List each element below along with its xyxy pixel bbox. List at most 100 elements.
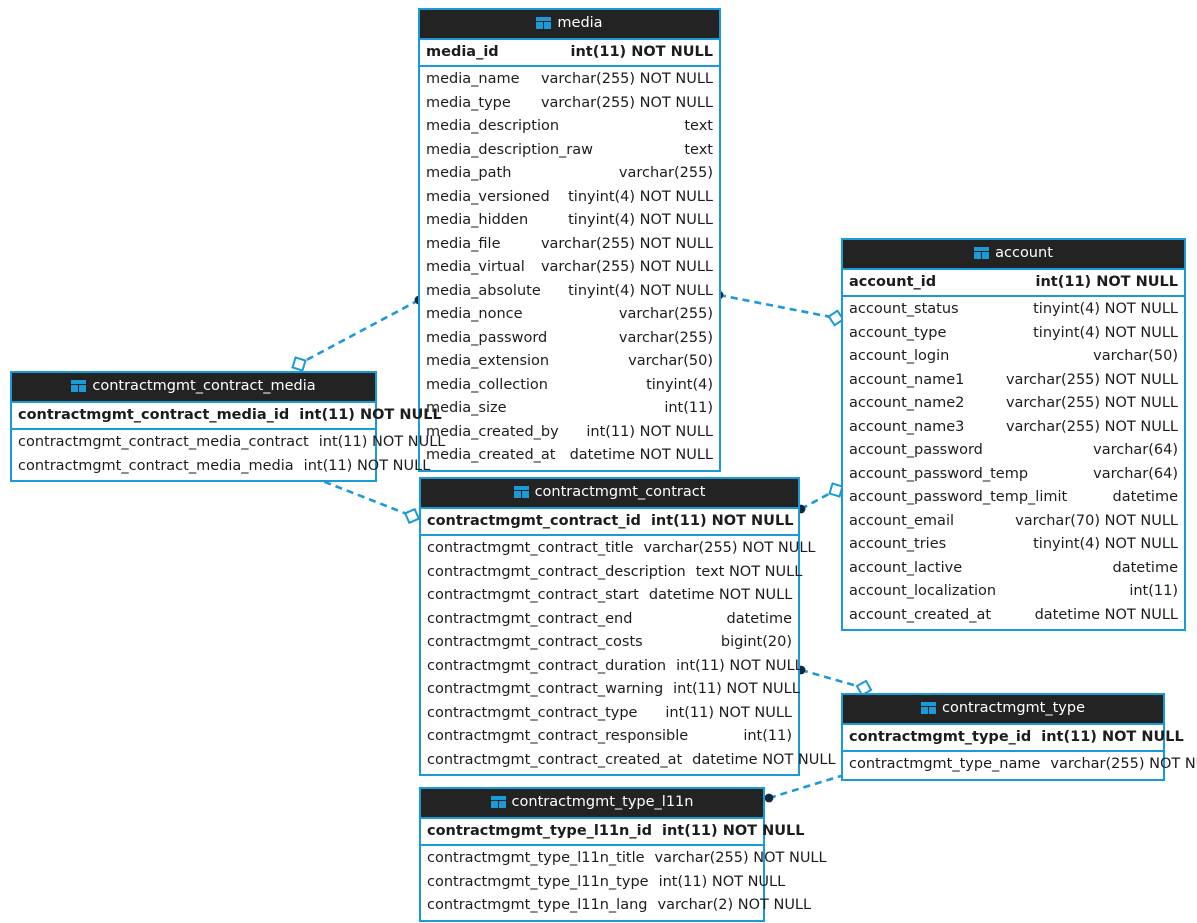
attribute-name: media_collection bbox=[426, 376, 548, 393]
relationship-target-diamond bbox=[291, 356, 307, 372]
entity-header-contractmgmt_type[interactable]: contractmgmt_type bbox=[843, 695, 1163, 723]
attribute-name: account_password bbox=[849, 442, 983, 458]
attribute-name: contractmgmt_contract_title bbox=[427, 540, 634, 556]
attribute-name: contractmgmt_contract_start bbox=[427, 587, 639, 603]
primary-key-name: account_id bbox=[849, 273, 937, 290]
attribute-name: account_password_temp bbox=[849, 465, 1029, 482]
attribute-type: tinyint(4) NOT NULL bbox=[1033, 301, 1178, 317]
attribute-name: contractmgmt_contract_responsible bbox=[427, 728, 689, 744]
attribute-name: contractmgmt_contract_created_at bbox=[427, 751, 683, 768]
relationship-rel-media-account bbox=[714, 290, 845, 327]
attribute-type: varchar(255) NOT NULL bbox=[540, 235, 713, 252]
table-icon bbox=[920, 702, 936, 715]
attribute-row[interactable]: media_file varchar(255) NOT NULL bbox=[420, 233, 719, 257]
entity-header-contractmgmt_contract[interactable]: contractmgmt_contract bbox=[421, 479, 798, 507]
attribute-name: media_versioned bbox=[426, 188, 550, 205]
attribute-name: contractmgmt_contract_media_media bbox=[18, 457, 294, 474]
primary-key-type: int(11) NOT NULL bbox=[570, 43, 714, 60]
attribute-type: text NOT NULL bbox=[695, 563, 803, 580]
attribute-name: media_name bbox=[426, 71, 520, 87]
relationship-line bbox=[298, 298, 420, 366]
attribute-type: int(11) NOT NULL bbox=[318, 434, 446, 450]
attribute-type: varchar(255) NOT NULL bbox=[540, 71, 713, 87]
table-icon bbox=[71, 380, 87, 393]
entity-header-media[interactable]: media bbox=[420, 10, 719, 38]
entity-header-account[interactable]: account bbox=[843, 240, 1184, 268]
attribute-name: media_file bbox=[426, 235, 501, 252]
attribute-name: media_password bbox=[426, 329, 548, 346]
attribute-type: int(11) NOT NULL bbox=[658, 873, 786, 890]
table-icon bbox=[490, 796, 506, 809]
entity-header-contractmgmt_type_l11n[interactable]: contractmgmt_type_l11n bbox=[421, 789, 763, 817]
attribute-type: int(11) NOT NULL bbox=[665, 704, 792, 721]
table-icon bbox=[513, 486, 529, 499]
attribute-row[interactable]: media_name varchar(255) NOT NULL bbox=[420, 68, 719, 92]
attribute-type: datetime bbox=[1112, 489, 1178, 505]
entity-header-contractmgmt_contract_media[interactable]: contractmgmt_contract_media bbox=[12, 373, 375, 401]
attribute-type: bigint(20) bbox=[720, 634, 792, 650]
attribute-type: datetime NOT NULL bbox=[1034, 606, 1178, 623]
attribute-type: varchar(255) NOT NULL bbox=[1005, 395, 1178, 411]
attribute-name: media_size bbox=[426, 400, 507, 416]
